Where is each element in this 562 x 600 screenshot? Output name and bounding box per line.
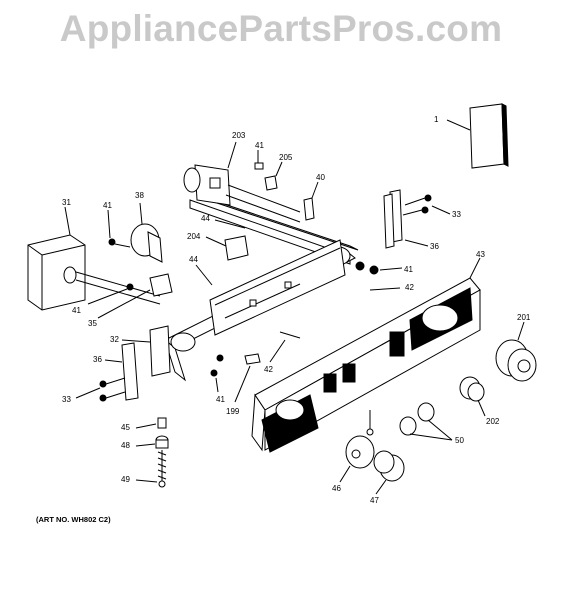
part-1-shape [446, 103, 509, 169]
part-41-top-screw [254, 150, 264, 170]
part-41-bottom-screws [210, 354, 224, 393]
callout-36: 36 [93, 355, 102, 364]
part-36-right-rail [383, 189, 429, 249]
part-47-knob [373, 450, 405, 495]
part-31-shape [27, 206, 161, 311]
part-40-shape [303, 181, 319, 221]
callout-45: 45 [121, 423, 130, 432]
parts-45-48-49-stack [135, 417, 169, 488]
part-38-shape [130, 202, 163, 263]
watermark-logo: AppliancePartsPros.com [59, 8, 503, 49]
callout-31: 31 [62, 198, 71, 207]
callout-36: 36 [430, 242, 439, 251]
callout-40: 40 [316, 173, 325, 182]
part-41-right-nuts [355, 261, 403, 275]
part-201-knob [495, 321, 537, 382]
callout-47: 47 [370, 496, 379, 505]
callout-38: 38 [135, 191, 144, 200]
rear-bracket [189, 199, 351, 265]
part-46-knob [339, 435, 375, 483]
panel-screw [366, 410, 374, 436]
part-50-knobs [399, 402, 453, 441]
callout-41: 41 [72, 306, 81, 315]
callout-44: 44 [201, 214, 210, 223]
callout-202: 202 [486, 417, 500, 426]
part-205-shape [264, 161, 283, 191]
callout-49: 49 [121, 475, 130, 484]
callout-204: 204 [187, 232, 201, 241]
callout-205: 205 [279, 153, 293, 162]
callout-42: 42 [264, 365, 273, 374]
callout-201: 201 [517, 313, 531, 322]
callout-41: 41 [255, 141, 264, 150]
callout-50: 50 [455, 436, 464, 445]
part-33-right-screws [402, 194, 451, 216]
part-41-mid-screw [87, 283, 134, 305]
part-43-control-panel [251, 257, 481, 453]
callout-41: 41 [404, 265, 413, 274]
part-203-shape [183, 141, 301, 223]
control-chassis [164, 239, 356, 382]
part-199-shape [234, 353, 261, 403]
part-42-screws [269, 287, 401, 363]
callout-41: 41 [103, 201, 112, 210]
callout-44: 44 [189, 255, 198, 264]
callout-43: 43 [476, 250, 485, 259]
callout-41: 41 [216, 395, 225, 404]
callout-1: 1 [434, 115, 439, 124]
part-36-left-rail [104, 342, 139, 401]
callout-48: 48 [121, 441, 130, 450]
callout-46: 46 [332, 484, 341, 493]
part-202-knob [459, 376, 486, 417]
callout-35: 35 [88, 319, 97, 328]
callout-203: 203 [232, 131, 246, 140]
callout-33: 33 [452, 210, 461, 219]
part-32-shape [121, 325, 171, 377]
callout-42: 42 [405, 283, 414, 292]
part-44-screws [195, 219, 246, 286]
part-35-shape [97, 273, 173, 319]
callout-199: 199 [226, 407, 240, 416]
callout-32: 32 [110, 335, 119, 344]
art-number-caption: (ART NO. WH802 C2) [36, 515, 111, 524]
part-41-left-screw [107, 209, 131, 248]
callout-33: 33 [62, 395, 71, 404]
part-204-shape [205, 235, 249, 261]
part-33-left-screws [75, 377, 126, 402]
